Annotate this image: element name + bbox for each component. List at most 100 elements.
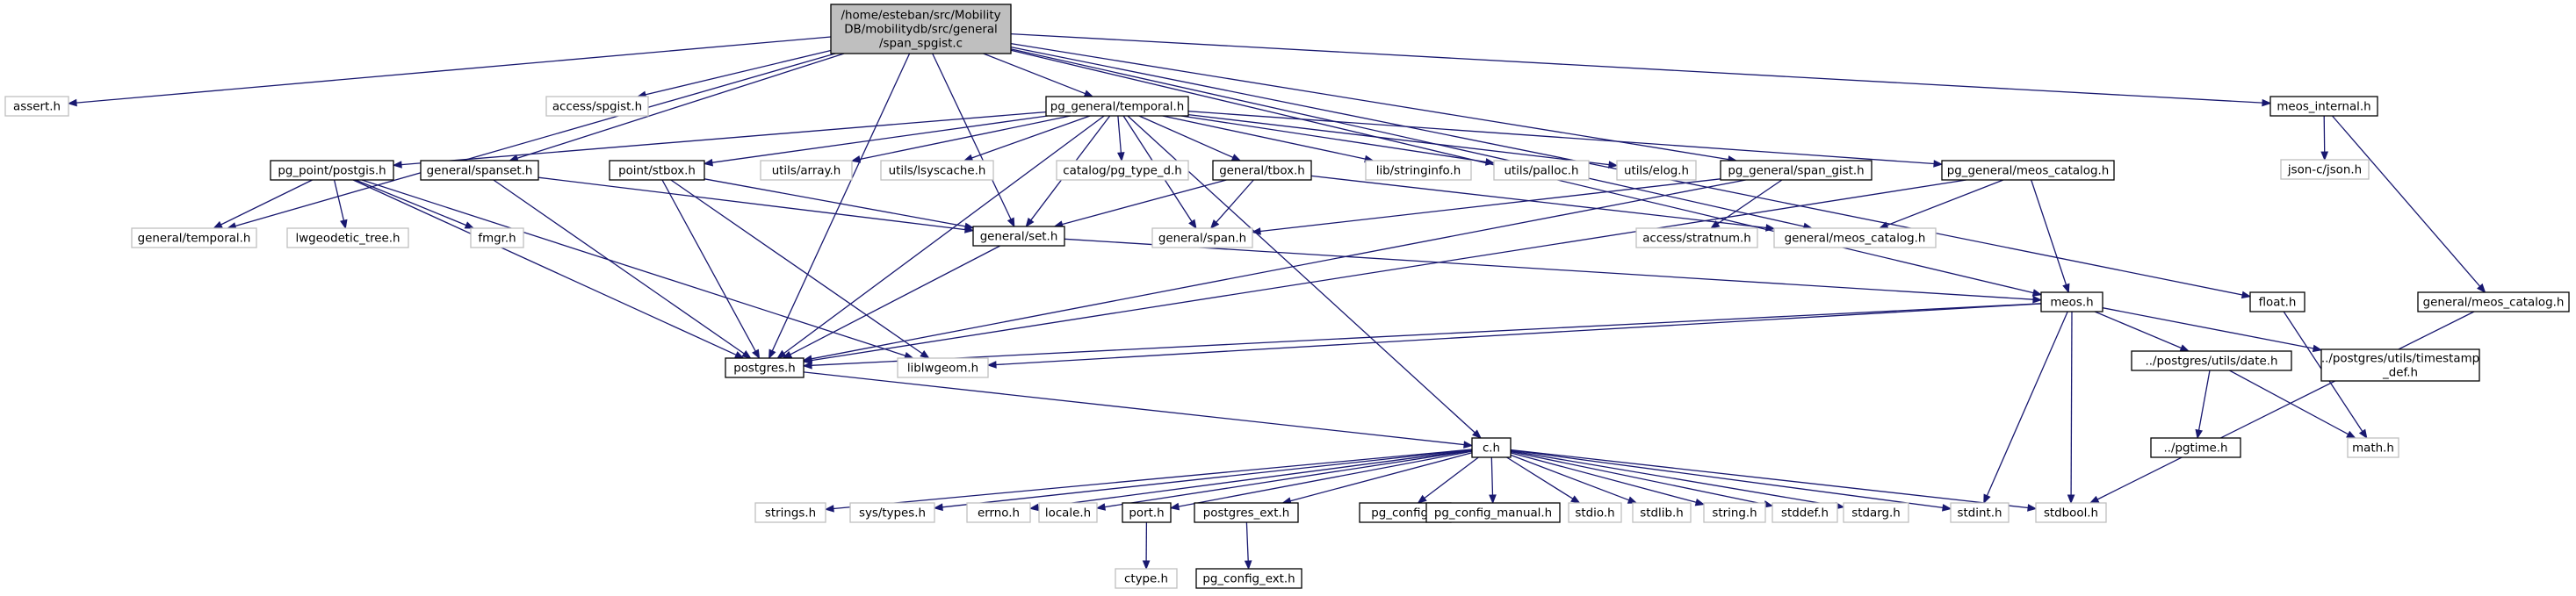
edge-meos-h-to-postgres-utils-timestamp-def-h (2102, 307, 2323, 353)
edge-line (1506, 456, 1574, 499)
edge-line (771, 53, 911, 352)
node-postgres-utils-timestamp-def-h[interactable]: ../postgres/utils/timestamp_def.h (2320, 348, 2480, 382)
arrowhead-icon (1188, 219, 1197, 230)
node-label: utils/lsyscache.h (889, 165, 986, 178)
node-general-set-h[interactable]: general/set.h (972, 226, 1065, 247)
edge-pg-point-postgis-h-to-postgres-h (352, 179, 745, 359)
node-general-meos-catalog-h-b[interactable]: general/meos_catalog.h (2417, 291, 2570, 312)
edge-c-h-to-pg-config-manual-h (1489, 456, 1497, 505)
arrowhead-icon (340, 219, 348, 230)
edge-pg-general-span-gist-h-to-access-stratnum-h (1709, 179, 1783, 229)
edge-line (2197, 370, 2211, 431)
edge-line (76, 36, 832, 104)
node-label: json-c/json.h (2287, 164, 2362, 177)
node-label: general/meos_catalog.h (1785, 233, 1926, 246)
node-label: utils/elog.h (1624, 165, 1689, 178)
node-label: general/temporal.h (138, 233, 251, 246)
edge-line (516, 53, 845, 159)
arrowhead-icon (1007, 217, 1015, 228)
node-pg-config-ext-h[interactable]: pg_config_ext.h (1195, 568, 1302, 589)
edge-pg-general-temporal-h-to-utils-palloc-h (1180, 115, 1496, 166)
node-general-meos-catalog-h-a: general/meos_catalog.h (1773, 227, 1937, 248)
node-access-spgist-h: access/spgist.h (545, 96, 649, 117)
arrowhead-icon (1142, 560, 1151, 571)
edge-c-h-to-stdint-h (1510, 449, 1952, 512)
arrowhead-icon (1942, 504, 1952, 512)
arrowhead-icon (1117, 152, 1125, 162)
node-catalog-pg-type-d-h: catalog/pg_type_d.h (1056, 160, 1189, 181)
node-label: ../postgres/utils/timestamp (2321, 353, 2479, 366)
node-label: ctype.h (1124, 573, 1168, 586)
arrowhead-icon (2240, 291, 2252, 299)
node-label: stddef.h (1781, 507, 1829, 521)
node-box (470, 227, 524, 248)
node-root[interactable]: /home/esteban/src/MobilityDB/mobilitydb/… (830, 4, 1012, 54)
node-postgres-h[interactable]: postgres.h (725, 357, 805, 378)
node-box (2280, 159, 2370, 180)
node-label: access/stratnum.h (1642, 233, 1751, 246)
arrowhead-icon (2358, 428, 2368, 440)
node-box (1365, 160, 1472, 181)
edge-c-h-to-stdbool-h (1510, 449, 2038, 512)
edge-meos-h-to-postgres-utils-date-h (2094, 311, 2190, 352)
node-label: catalog/pg_type_d.h (1063, 165, 1182, 178)
node-point-stbox-h[interactable]: point/stbox.h (609, 160, 705, 181)
edge-general-set-h-to-postgres-h (782, 245, 1001, 359)
node-box (1056, 160, 1189, 181)
edge-pg-general-meos-catalog-h-to-meos-h (2031, 179, 2070, 294)
edge-postgres-ext-h-to-pg-config-ext-h (1244, 521, 1252, 571)
edge-line (538, 176, 966, 231)
node-general-tbox-h[interactable]: general/tbox.h (1212, 160, 1312, 181)
node-box (1151, 227, 1253, 248)
edge-c-h-to-errno-h (1028, 449, 1473, 512)
node-pg-general-temporal-h[interactable]: pg_general/temporal.h (1045, 96, 1189, 117)
edge-c-h-to-stdlib-h (1510, 454, 1638, 504)
node-label: meos.h (2050, 297, 2093, 310)
node-general-spanset-h[interactable]: general/spanset.h (420, 160, 539, 181)
arrowhead-icon (1933, 160, 1944, 168)
node-label: locale.h (1045, 507, 1091, 521)
node-meos-h[interactable]: meos.h (2040, 291, 2103, 312)
arrowhead-icon (2346, 430, 2356, 439)
node-pg-point-postgis-h[interactable]: pg_point/postgis.h (270, 160, 394, 181)
node-box (1045, 96, 1189, 117)
arrowhead-icon (67, 98, 77, 107)
edge-line (1010, 32, 2263, 104)
node-pgtime-h[interactable]: ../pgtime.h (2150, 437, 2241, 458)
node-meos-internal-h[interactable]: meos_internal.h (2269, 96, 2378, 117)
node-pg-general-meos-catalog-h[interactable]: pg_general/meos_catalog.h (1941, 160, 2115, 181)
node-label: ../postgres/utils/date.h (2146, 355, 2278, 369)
node-postgres-utils-date-h[interactable]: ../postgres/utils/date.h (2131, 350, 2292, 371)
node-pg-general-span-gist-h[interactable]: pg_general/span_gist.h (1720, 160, 1872, 181)
node-label: ../pgtime.h (2163, 442, 2227, 456)
edge-line (333, 179, 345, 221)
edge-root-to-general-set-h (932, 53, 1015, 228)
node-box (1843, 502, 1909, 523)
node-postgres-ext-h[interactable]: postgres_ext.h (1194, 502, 1299, 523)
arrowhead-icon (1025, 217, 1035, 228)
node-float-h[interactable]: float.h (2249, 291, 2305, 312)
edge-line (1187, 111, 1935, 165)
edge-pg-general-temporal-h-to-utils-array-h (850, 115, 1071, 163)
node-box (1950, 502, 2010, 523)
edge-line (811, 179, 1966, 362)
node-c-h[interactable]: c.h (1471, 437, 1512, 458)
node-box (2417, 291, 2570, 312)
node-label: pg_config_ext.h (1202, 573, 1295, 586)
edge-c-h-to-stdarg-h (1510, 450, 1845, 510)
node-label: lib/stringinfo.h (1376, 165, 1461, 178)
node-box (1771, 502, 1838, 523)
edge-root-to-postgres-h (768, 53, 911, 360)
node-stdlib-h: stdlib.h (1632, 502, 1692, 523)
edge-line (2096, 311, 2475, 500)
arrowhead-icon (850, 155, 862, 163)
node-port-h[interactable]: port.h (1122, 502, 1172, 523)
node-label: /span_spgist.c (879, 38, 963, 51)
node-pg-config-manual-h[interactable]: pg_config_manual.h (1425, 502, 1561, 523)
edge-line (2332, 115, 2481, 287)
node-box (1635, 227, 1758, 248)
edge-line (220, 179, 313, 226)
edge-pg-general-span-gist-h-to-postgres-h (802, 179, 1746, 363)
node-box (2040, 291, 2103, 312)
edge-point-stbox-h-to-liblwgeom-h (670, 179, 930, 359)
